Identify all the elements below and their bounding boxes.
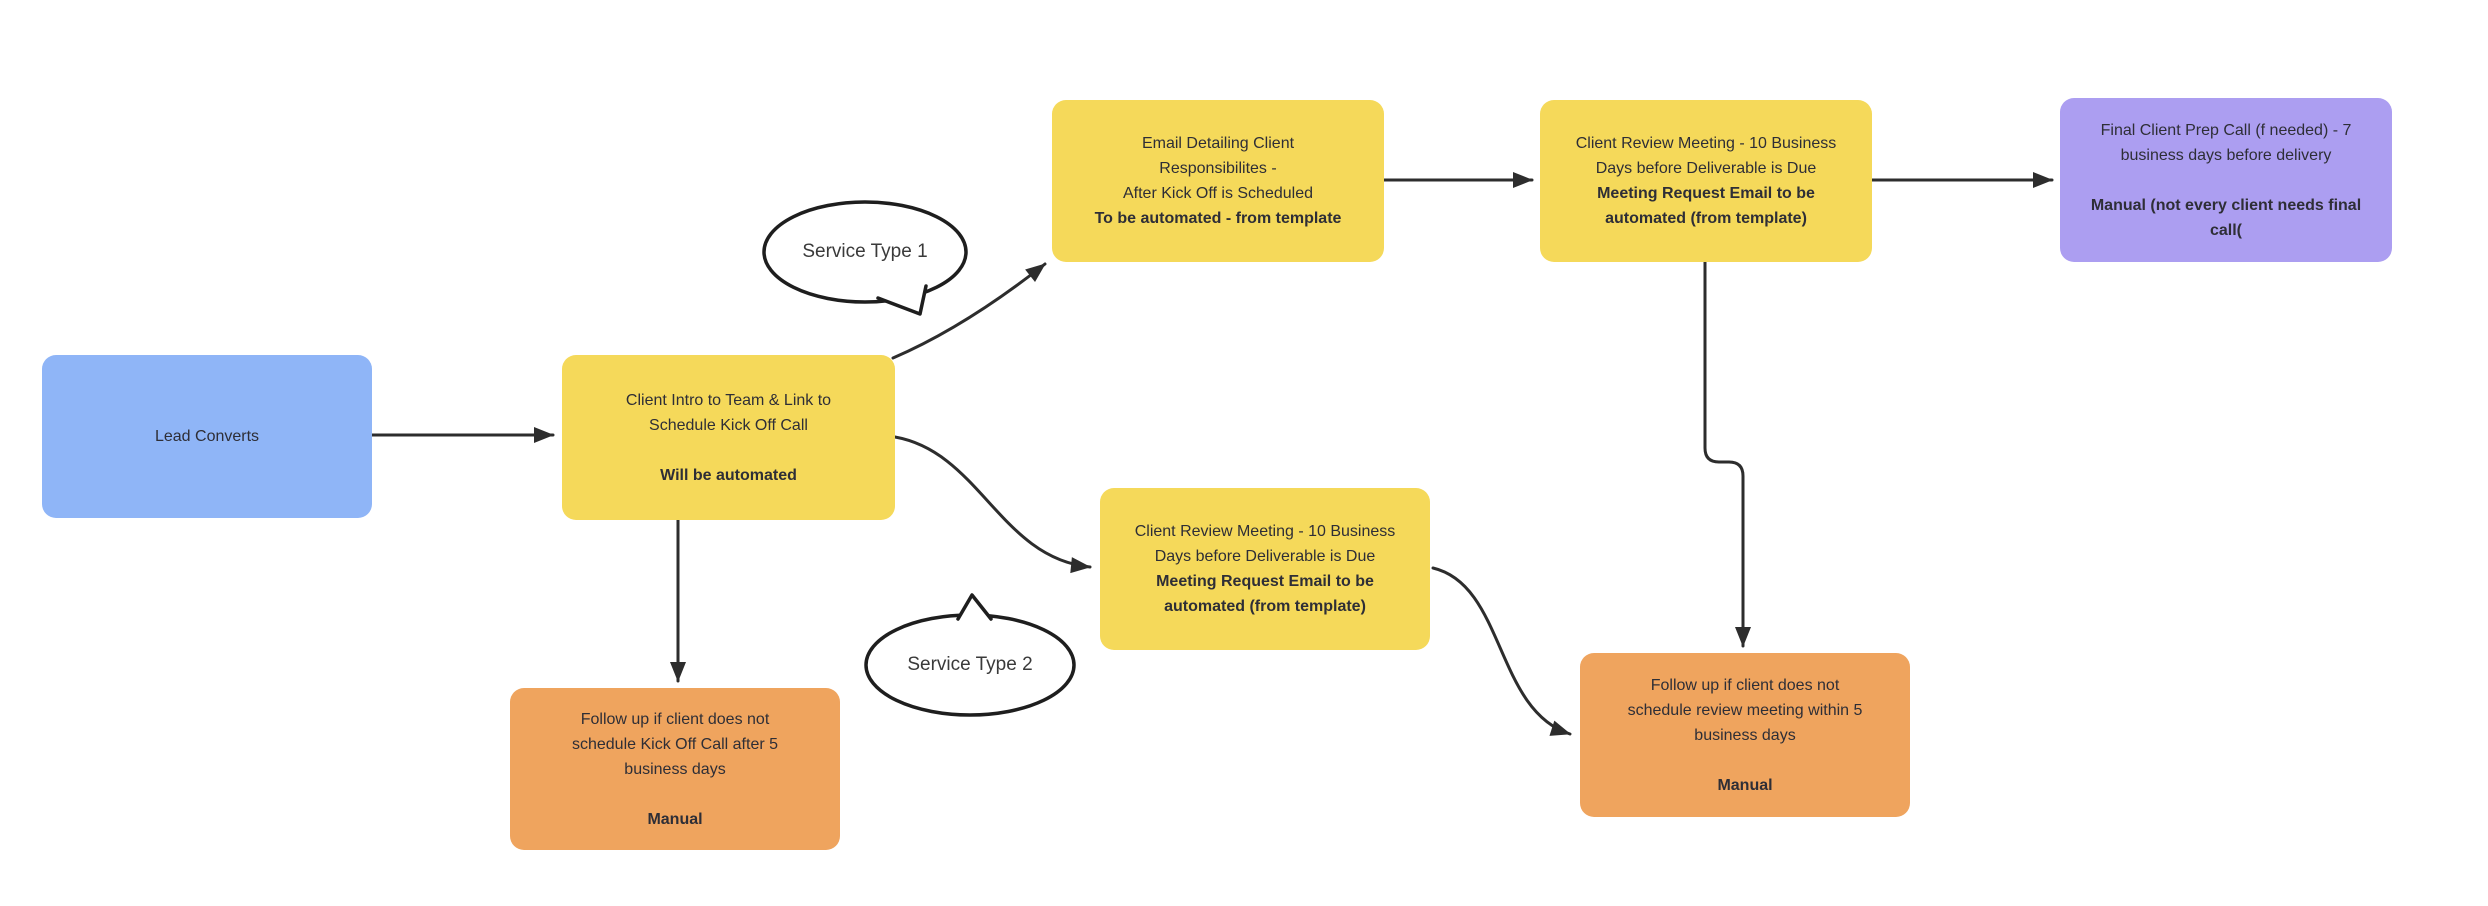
node-text-line-bold: Will be automated xyxy=(660,466,797,484)
speech-bubble-service-type-1[interactable] xyxy=(762,200,968,316)
node-client-intro[interactable]: Client Intro to Team & Link to Schedule … xyxy=(562,355,895,520)
node-text-line: Client Review Meeting - 10 Business xyxy=(1575,135,1837,152)
node-text-line: Lead Converts xyxy=(154,428,260,445)
node-text-line-bold: Meeting Request Email to be xyxy=(1156,573,1374,590)
node-follow-up-kickoff[interactable]: Follow up if client does not schedule Ki… xyxy=(510,688,840,850)
node-text-line: schedule review meeting within 5 xyxy=(1627,701,1863,719)
node-text-line: Email Detailing Client xyxy=(1141,135,1295,152)
node-text-line-bold: Meeting Request Email to be xyxy=(1597,185,1815,202)
node-text-line-bold: Manual xyxy=(647,810,703,828)
speech-bubble-label-service-type-1: Service Type 1 xyxy=(802,241,928,262)
node-follow-up-review[interactable]: Follow up if client does not schedule re… xyxy=(1580,653,1910,817)
speech-bubble-label-service-type-2: Service Type 2 xyxy=(907,654,1033,675)
node-text-line: Follow up if client does not xyxy=(1650,676,1840,694)
node-text-line-bold: To be automated - from template xyxy=(1094,210,1342,227)
node-client-review-meeting-top[interactable]: Client Review Meeting - 10 Business Days… xyxy=(1540,100,1872,262)
node-text-line-bold: automated (from template) xyxy=(1605,210,1807,227)
node-text-line-bold: automated (from template) xyxy=(1164,598,1366,615)
node-text-line-bold: Manual (not every client needs final xyxy=(2090,196,2362,214)
node-text-line: Days before Deliverable is Due xyxy=(1154,548,1376,565)
connector-intro-to-email[interactable] xyxy=(891,262,1047,360)
node-text-line: Responsibilites - xyxy=(1159,160,1277,177)
node-text-line: Client Intro to Team & Link to xyxy=(625,391,832,409)
node-text-line: After Kick Off is Scheduled xyxy=(1122,185,1313,202)
node-client-review-meeting-bottom[interactable]: Client Review Meeting - 10 Business Days… xyxy=(1100,488,1430,650)
speech-bubble-ellipse[interactable] xyxy=(762,200,968,304)
connector-review-bottom-to-followup-review[interactable] xyxy=(1431,566,1572,736)
node-text-line: Final Client Prep Call (f needed) - 7 xyxy=(2100,121,2352,139)
node-text-line: Schedule Kick Off Call xyxy=(649,416,808,434)
node-email-detailing-responsibilities[interactable]: Email Detailing Client Responsibilites -… xyxy=(1052,100,1384,262)
node-text-line: schedule Kick Off Call after 5 xyxy=(571,735,779,753)
speech-bubble-tail xyxy=(956,593,993,621)
connector-intro-to-review-bottom[interactable] xyxy=(893,435,1092,574)
node-final-client-prep-call[interactable]: Final Client Prep Call (f needed) - 7 bu… xyxy=(2060,98,2392,262)
node-text-line: Follow up if client does not xyxy=(580,710,770,728)
node-lead-converts[interactable]: Lead Converts xyxy=(42,355,372,518)
connector-review-top-to-followup-review[interactable] xyxy=(1703,260,1751,648)
speech-bubble-service-type-2[interactable] xyxy=(864,593,1076,717)
node-text-line: business days xyxy=(624,760,726,778)
node-text-line: Client Review Meeting - 10 Business xyxy=(1134,523,1396,540)
node-text-line-bold: call( xyxy=(2209,221,2242,239)
node-text-line-bold: Manual xyxy=(1717,776,1773,794)
node-text-line: business days before delivery xyxy=(2120,146,2332,164)
node-text-line: Days before Deliverable is Due xyxy=(1595,160,1817,177)
speech-bubble-tail xyxy=(876,284,928,316)
node-text-line: business days xyxy=(1694,726,1796,744)
